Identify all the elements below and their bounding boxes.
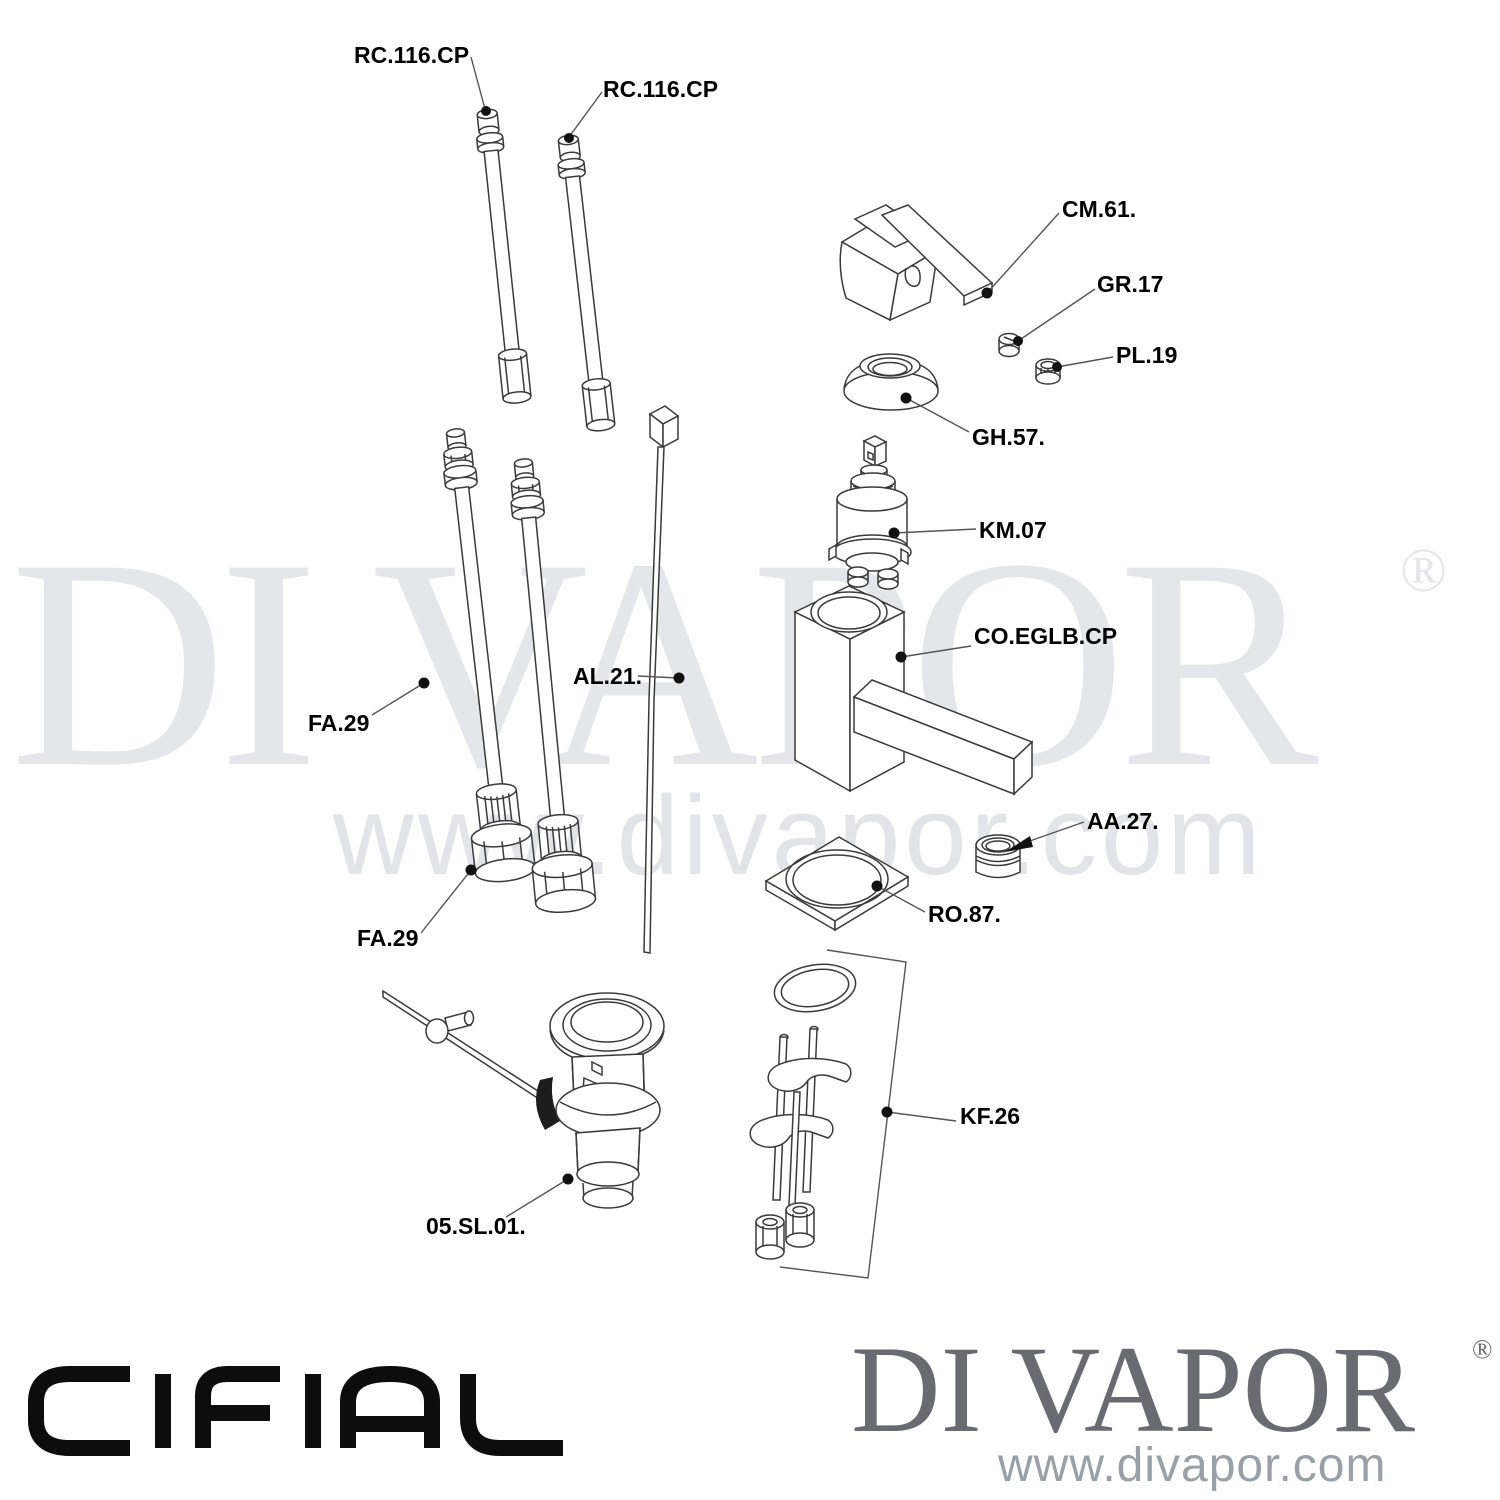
part-label-gh57: GH.57. — [972, 424, 1045, 450]
drawing-cartridge — [828, 435, 912, 590]
divapor-registered-icon: ® — [1472, 1334, 1493, 1364]
part-label-ro87: RO.87. — [928, 901, 1001, 927]
part-label-fa29-2: FA.29 — [357, 925, 419, 951]
drawing-aerator — [975, 834, 1021, 879]
cifial-logo — [28, 1366, 563, 1456]
divapor-url-text: www.divapor.com — [998, 1439, 1387, 1492]
watermark-brand-text: DI VAPOR — [10, 497, 1318, 829]
drawing-tap-body — [793, 585, 1034, 796]
part-label-pl19: PL.19 — [1116, 342, 1178, 368]
drawing-handle-dome-ring — [843, 353, 939, 411]
watermark-registered-icon: ® — [1400, 537, 1448, 605]
divapor-logo-text: DI VAPOR — [851, 1321, 1415, 1458]
part-label-aa27: AA.27. — [1087, 808, 1159, 834]
part-label-cm61: CM.61. — [1062, 196, 1137, 222]
drawing-flexible-hose-right — [510, 458, 597, 914]
part-label-fa29-1: FA.29 — [308, 710, 370, 736]
part-label-km07: KM.07 — [979, 517, 1047, 543]
part-label-al21: AL.21. — [573, 663, 643, 689]
part-label-rc116cp-2: RC.116.CP — [603, 76, 719, 102]
drawing-flexible-hose-left — [443, 428, 536, 883]
drawing-lever-handle — [839, 204, 994, 322]
part-label-coeglbcp: CO.EGLB.CP — [974, 623, 1118, 649]
arrowhead-icon — [1005, 836, 1033, 852]
leader-lines — [371, 56, 1114, 1218]
drawing-pop-up-waste — [382, 989, 665, 1209]
drawing-flexible-tail-left — [476, 108, 532, 404]
part-label-gr17: GR.17 — [1097, 271, 1164, 297]
drawing-pop-up-rod — [643, 405, 680, 954]
part-label-05sl01: 05.SL.01. — [426, 1213, 526, 1239]
part-label-rc116cp-1: RC.116.CP — [354, 42, 470, 68]
drawing-flexible-tail-right — [557, 134, 616, 432]
drawing-base-plate — [764, 836, 910, 932]
part-label-kf26: KF.26 — [960, 1103, 1021, 1129]
drawing-fixing-kit — [749, 949, 907, 1279]
